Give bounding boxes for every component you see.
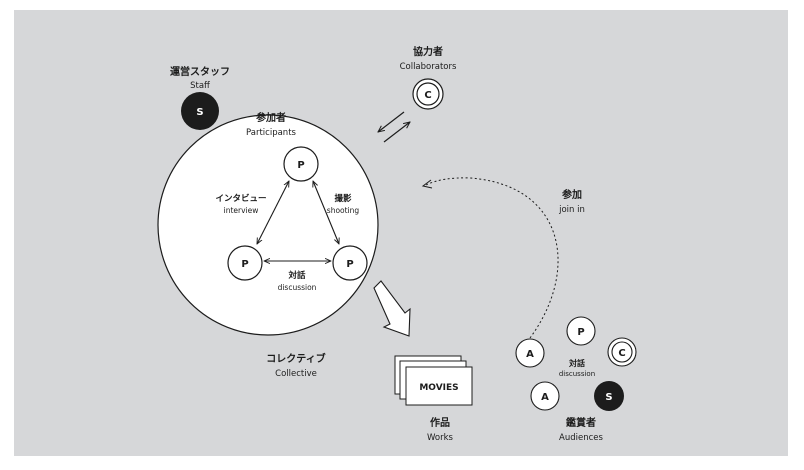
works-label-jp: 作品	[430, 416, 450, 429]
participant-node-right-letter: P	[346, 259, 353, 270]
audience-node-s-letter: S	[605, 392, 612, 403]
shooting-arrow	[313, 181, 339, 244]
interview-label-en: interview	[224, 206, 259, 215]
collaborator-node-letter: C	[424, 90, 431, 101]
works-card-front	[405, 366, 473, 406]
audience-node-p-letter: P	[577, 327, 584, 338]
collaborators-label-jp: 協力者	[413, 45, 443, 58]
output-arrow	[373, 280, 411, 337]
participants-label-jp: 参加者	[256, 111, 286, 124]
shooting-label-jp: 撮影	[334, 193, 352, 204]
audience-discussion-en: discussion	[559, 370, 595, 378]
join-in-arrowhead	[421, 179, 433, 189]
participant-node-top	[283, 146, 319, 182]
staff-node-letter: S	[196, 107, 203, 118]
collective-label-en: Collective	[275, 369, 317, 379]
collaborators-label-en: Collaborators	[400, 62, 457, 72]
collective-circle	[157, 114, 379, 336]
interview-arrow	[257, 181, 289, 244]
discussion-label-jp: 対話	[287, 270, 306, 281]
participant-node-left	[227, 245, 263, 281]
staff-node	[181, 92, 219, 130]
audiences-label-en: Audiences	[559, 433, 603, 443]
join-in-path	[425, 177, 559, 339]
participant-node-top-letter: P	[297, 160, 304, 171]
audience-node-c-letter: C	[618, 348, 625, 359]
participant-node-right	[332, 245, 368, 281]
collective-label-jp: コレクティブ	[266, 352, 325, 365]
works-label-en: Works	[427, 433, 454, 443]
collaborator-node-inner	[416, 82, 440, 106]
exchange-arrow-out	[383, 122, 410, 143]
audience-node-s	[594, 381, 624, 411]
shooting-label-en: shooting	[327, 206, 360, 215]
audience-discussion-jp: 対話	[568, 358, 585, 368]
interview-label-jp: インタビュー	[215, 193, 266, 204]
discussion-label-en: discussion	[278, 283, 317, 292]
audience-node-c-inner	[611, 341, 633, 363]
staff-label-en: Staff	[190, 81, 211, 91]
audience-node-a1	[515, 338, 545, 368]
audiences-label-jp: 鑑賞者	[566, 416, 596, 429]
audience-node-p	[566, 316, 596, 346]
participants-label-en: Participants	[246, 128, 297, 138]
audience-node-a1-letter: A	[526, 349, 534, 360]
exchange-arrow-in	[378, 111, 405, 132]
participant-node-left-letter: P	[241, 259, 248, 270]
join-label-en: join in	[558, 205, 585, 215]
staff-label-jp: 運営スタッフ	[170, 65, 230, 78]
works-card-text: MOVIES	[419, 383, 458, 393]
audience-node-a2	[530, 381, 560, 411]
join-label-jp: 参加	[562, 188, 582, 201]
audience-node-a2-letter: A	[541, 392, 549, 403]
